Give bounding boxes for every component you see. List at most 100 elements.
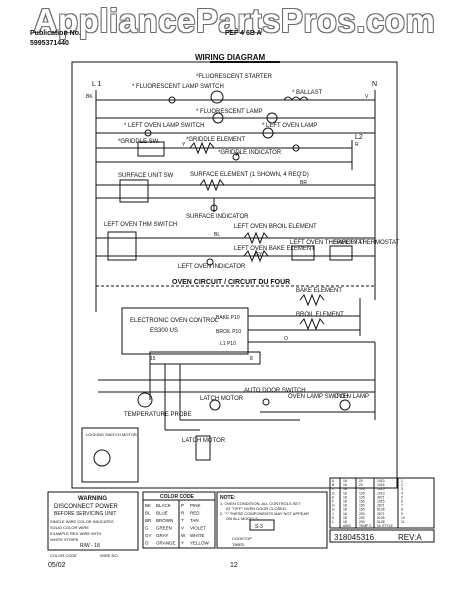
spec-cell: G <box>332 504 335 508</box>
notes-line1: 1. OVEN CONDITION: ALL CONTROLS SET <box>220 501 301 506</box>
spec-cell: 200 <box>359 520 365 524</box>
notes-timed: TIMED <box>232 542 245 547</box>
spec-cell: 11 <box>401 520 405 524</box>
spec-cell: 20 <box>359 479 363 483</box>
label-surface-unit-sw: SURFACE UNIT SW <box>118 173 174 179</box>
label-control-title: ELECTRONIC OVEN CONTROL <box>130 318 219 324</box>
electronic-oven-control <box>121 307 249 355</box>
footer-page: 12 <box>230 562 238 569</box>
color-code-name: WHITE <box>190 533 205 538</box>
spec-cell: 125 <box>359 495 365 499</box>
spec-cell: TEMP C <box>359 524 372 528</box>
warning-line5: EXAMPLE RED WIRE WITH <box>50 531 101 536</box>
color-code-abbrev: O <box>145 541 149 546</box>
label-left-oven-broil-element: LEFT OVEN BROIL ELEMENT <box>234 224 317 230</box>
label-griddle-sw: *GRIDDLE SW. <box>118 139 160 145</box>
temperature-probe <box>137 392 153 408</box>
spec-cell: 3 <box>401 487 403 491</box>
spec-cell: J <box>332 512 334 516</box>
spec-cell: 200 <box>359 512 365 516</box>
label-left-oven-thm-switch: LEFT OVEN THM SWITCH <box>104 222 177 228</box>
spec-cell: 6 <box>401 500 403 504</box>
spec-cell: 16 <box>343 483 347 487</box>
spec-cell: AWG <box>343 524 351 528</box>
color-code-name: ORANGE <box>156 541 176 546</box>
color-code-abbrev: R <box>181 511 185 516</box>
spec-cell: 1015 <box>377 487 385 491</box>
color-code-name: RED <box>190 511 200 516</box>
spec-cell: 18 <box>343 516 347 520</box>
spec-cell: L <box>332 520 334 524</box>
color-code-abbrev: T <box>181 518 184 523</box>
wire-o: O <box>284 336 288 342</box>
notes-title: NOTE: <box>220 495 236 501</box>
spec-cell: UL STYLE <box>377 524 394 528</box>
label-auto-door-switch: AUTO DOOR SWITCH <box>244 388 306 394</box>
label-control-model: ES300 US <box>150 328 178 334</box>
label-temp-probe: TEMPERATURE PROBE <box>124 412 192 418</box>
label-oven-lamp-switch: OVEN LAMP SWITCH <box>288 394 348 400</box>
label-l1: L 1 <box>92 81 102 88</box>
color-code-name: BLUE <box>156 511 168 516</box>
wire-r: R <box>355 142 359 148</box>
notes-line4: ON ALL MODELS. <box>226 516 259 521</box>
warning-line3: SINGLE WIRE COLOR INDICATES <box>50 519 114 524</box>
model-code: FEF 4 6B A <box>225 30 262 37</box>
spec-cell: 125 <box>359 487 365 491</box>
notes-box <box>216 491 328 549</box>
spec-cell: 4 <box>401 491 403 495</box>
label-n: N <box>372 81 377 88</box>
color-code-name: TAN <box>190 518 199 523</box>
color-code-name: VIOLET <box>190 526 206 531</box>
warning-wire-gauge: WIRE NO. <box>100 553 119 558</box>
spec-cell: 7 <box>401 504 403 508</box>
label-surface-indicator: SURFACE INDICATOR <box>186 214 249 220</box>
publication-label: Publication No. <box>30 30 81 37</box>
spec-cell: 3071 <box>377 495 385 499</box>
color-code-name: GRAY <box>156 533 168 538</box>
spec-cell: 5128 <box>377 520 385 524</box>
label-oven-lamp: OVEN LAMP <box>334 394 369 400</box>
color-code-abbrev: V <box>181 526 184 531</box>
label-pin-15: 15 <box>150 356 156 362</box>
spec-cell: C <box>332 487 335 491</box>
label-left-oven-lamp: * LEFT OVEN LAMP <box>262 123 317 129</box>
spec-cell: 3071 <box>377 512 385 516</box>
spec-cell: 18 <box>343 520 347 524</box>
notes-line2: AT "OFF" OVEN DOOR CLOSED. <box>226 506 287 511</box>
wire-v: V <box>365 94 369 100</box>
warning-line6: WHITE STRIPE <box>50 537 79 542</box>
spec-cell: 18 <box>343 495 347 499</box>
label-broil-pin: BROIL P10 <box>216 329 241 335</box>
spec-cell: 125 <box>359 491 365 495</box>
color-code-abbrev: W <box>181 533 186 538</box>
notes-cooktop: COOKTOP <box>232 536 252 541</box>
label-l2: L2 <box>355 134 363 141</box>
color-code-abbrev: GY <box>145 533 152 538</box>
spec-cell: 10 <box>401 516 405 520</box>
spec-cell: 150 <box>359 500 365 504</box>
warning-box <box>47 491 139 551</box>
spec-cell: 1013 <box>377 491 385 495</box>
label-latch-motor-2: LATCH MOTOR <box>182 438 226 444</box>
spec-cell: 1015 <box>377 483 385 487</box>
label-latch-motor: LATCH MOTOR <box>200 396 244 402</box>
spec-cell: 5128 <box>377 508 385 512</box>
label-fl-lamp-switch: * FLUORESCENT LAMP SWITCH <box>132 84 224 90</box>
label-left-oven-bake-element: LEFT OVEN BAKE ELEMENT <box>234 246 315 252</box>
spec-cell: 20 <box>359 483 363 487</box>
revision: REV:A <box>398 533 422 542</box>
spec-cell: 18 <box>343 487 347 491</box>
color-code-name: GREEN <box>156 526 172 531</box>
color-code-abbrev: BK <box>145 503 151 508</box>
color-code-abbrev: Y <box>181 541 184 546</box>
warning-line1: DISCONNECT POWER <box>54 504 119 510</box>
wire-br: BR <box>300 180 307 186</box>
color-code-abbrev: P <box>181 503 184 508</box>
spec-cell: H <box>332 508 335 512</box>
label-griddle-element: *GRIDDLE ELEMENT <box>186 137 245 143</box>
warning-color-code: COLOR CODE <box>50 553 77 558</box>
wire-w: W <box>235 152 240 158</box>
